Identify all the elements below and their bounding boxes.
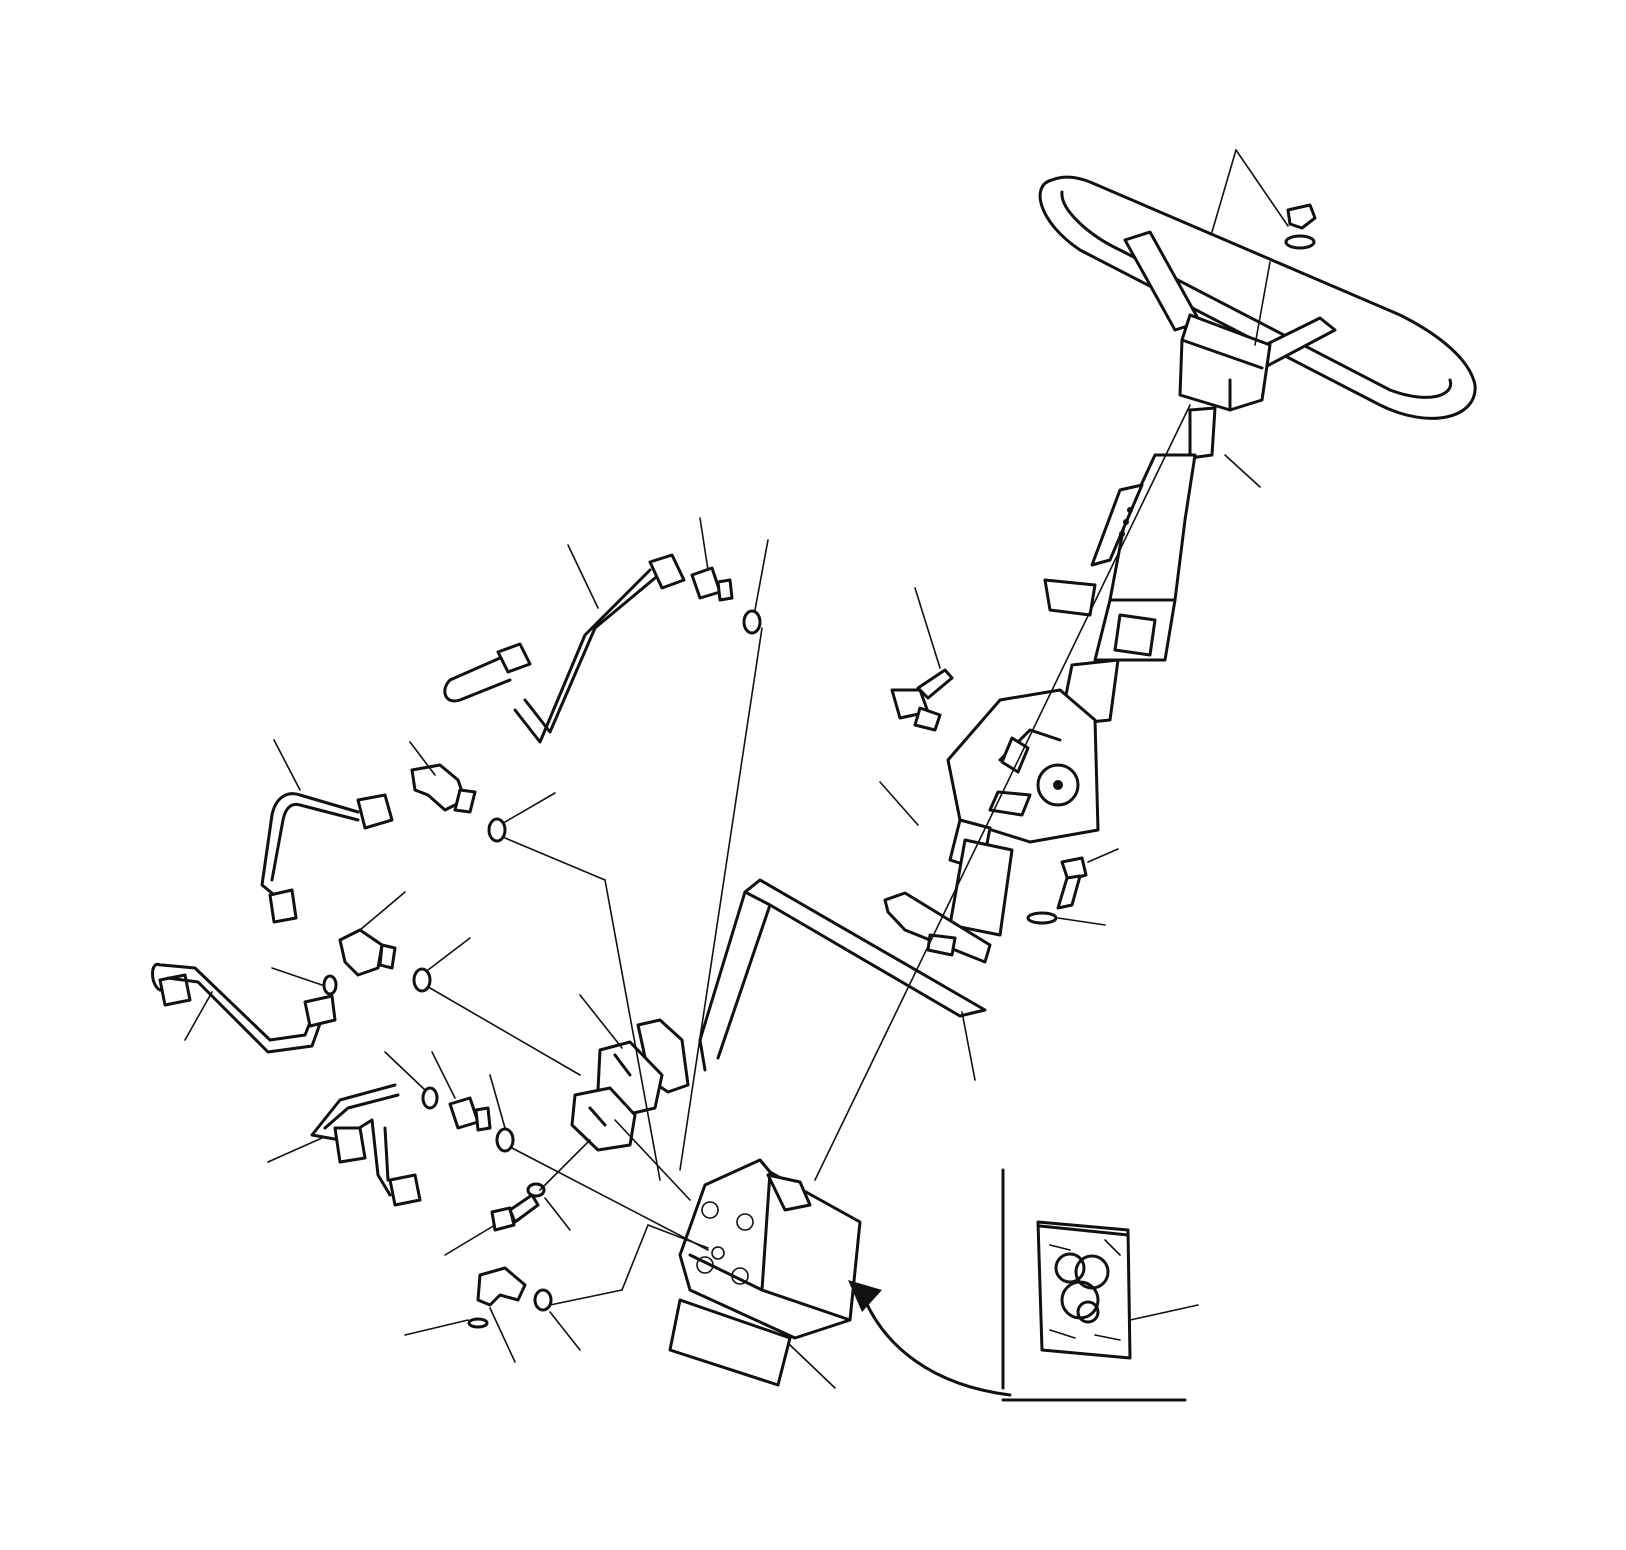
hose-clamp-block-icon	[570, 1018, 690, 1152]
callout-leader-unit	[789, 1344, 836, 1389]
callout-leaders-bolt2	[444, 1197, 571, 1256]
tilt-lever-icon	[890, 668, 954, 732]
callout-leader-block	[579, 994, 623, 1049]
mounting-plate-icon	[698, 878, 987, 1072]
steering-column-icon	[1043, 406, 1217, 727]
callout-leaders-fitting4	[384, 1051, 506, 1129]
callout-leaders-fitting1	[699, 517, 769, 611]
callout-leaders-fitting2	[409, 741, 556, 823]
hydraulic-pipe-icon-3	[151, 962, 337, 1054]
callout-leader-pipe2	[273, 739, 301, 791]
o-ring-icon-2	[487, 817, 507, 843]
o-ring-icon-5	[495, 1127, 515, 1153]
straight-fitting-icon	[448, 1096, 492, 1132]
callout-leaders-top	[1211, 149, 1289, 346]
wheel-nut-icon	[1284, 203, 1317, 250]
callout-leader-sealkit	[1129, 1304, 1199, 1321]
assembly-centerlines	[429, 404, 1191, 1306]
callout-leaders-right	[879, 454, 1261, 1081]
seal-kit-icon	[1036, 1220, 1132, 1360]
bolt-icon	[1026, 856, 1088, 925]
callout-leaders-fitting3	[271, 891, 471, 986]
elbow-fitting-icon	[410, 763, 477, 814]
o-ring-icon-4	[421, 1086, 439, 1110]
bolt-icon-2	[490, 1182, 546, 1232]
elbow-fitting-icon-3	[467, 1266, 553, 1329]
hydraulic-pipe-icon	[443, 553, 686, 744]
tilt-bracket-icon	[946, 688, 1100, 937]
arrow-icon	[848, 1280, 1012, 1397]
hydraulic-pipe-icon-2	[260, 792, 394, 924]
small-o-ring-icon	[322, 974, 338, 996]
inset-frame	[1001, 1168, 1187, 1402]
steering-unit-icon	[668, 1158, 862, 1387]
callout-leader-pipe1	[567, 544, 599, 609]
callout-leaders-elbow3	[404, 1307, 581, 1363]
callout-leader-pipe3	[184, 991, 213, 1041]
o-ring-icon	[742, 609, 762, 635]
callout-leader-pipe4	[267, 1137, 323, 1163]
steering-wheel-icon	[1038, 175, 1477, 420]
hydraulic-pipe-icon-4	[310, 1083, 422, 1207]
elbow-fitting-icon-2	[338, 928, 397, 977]
fitting-icon	[690, 566, 734, 602]
o-ring-icon-3	[412, 967, 432, 993]
